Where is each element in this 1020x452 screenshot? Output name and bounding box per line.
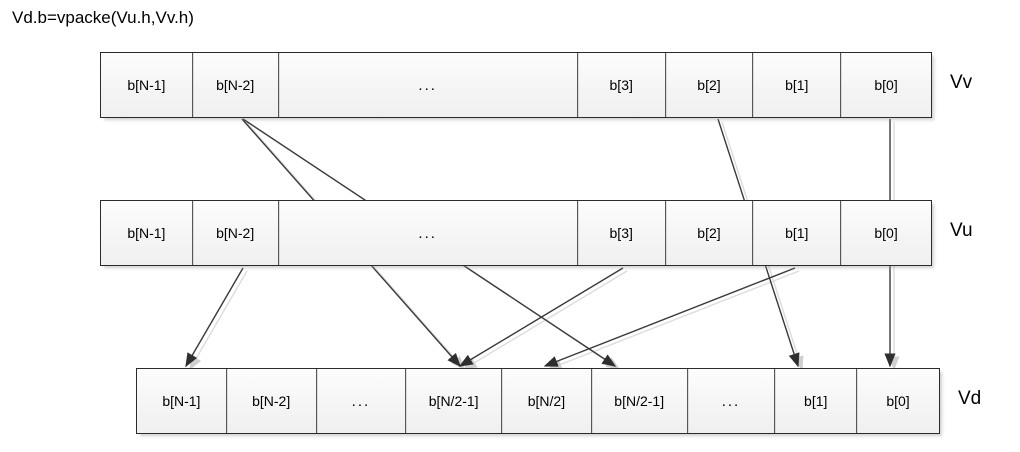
- cell-vu-6: b[0]: [840, 201, 931, 265]
- arrow-shadow-vu-b1-to-vd-n2: [547, 270, 800, 370]
- cell-vv-1: b[N-2]: [191, 53, 279, 117]
- cell-vv-0: b[N-1]: [101, 53, 193, 117]
- cell-divider-shadow: [191, 53, 194, 117]
- cell-vd-2: ...: [315, 369, 407, 433]
- row-label-vu: Vu: [950, 220, 973, 241]
- register-row-vd: b[N-1]b[N-2]...b[N/2-1]b[N/2]b[N/2-1]...…: [136, 368, 940, 434]
- cell-vd-4: b[N/2]: [501, 369, 592, 433]
- cell-vu-5: b[1]: [752, 201, 842, 265]
- arrow-vu-b3-to-vd-mid: [458, 267, 624, 367]
- register-row-vv: b[N-1]b[N-2]...b[3]b[2]b[1]b[0]: [100, 52, 932, 118]
- cell-vd-5: b[N/2-1]: [590, 369, 688, 433]
- cell-divider-shadow: [590, 369, 593, 433]
- arrow-vu-bn2-to-vd-bn1: [185, 267, 244, 368]
- cell-divider-shadow: [856, 369, 859, 433]
- cell-divider-shadow: [840, 53, 843, 117]
- cell-divider-shadow: [315, 369, 318, 433]
- cell-vd-7: b[1]: [774, 369, 858, 433]
- cell-divider-shadow: [405, 369, 408, 433]
- cell-divider-shadow: [191, 201, 194, 265]
- cell-divider-shadow: [664, 201, 667, 265]
- cell-vu-4: b[2]: [664, 201, 754, 265]
- cell-divider-shadow: [225, 369, 228, 433]
- cell-divider-shadow: [840, 201, 843, 265]
- cell-vu-2: ...: [277, 201, 578, 265]
- cell-divider-shadow: [576, 53, 579, 117]
- cell-divider-shadow: [576, 201, 579, 265]
- cell-divider-shadow: [774, 369, 777, 433]
- cell-vd-0: b[N-1]: [137, 369, 227, 433]
- cell-vv-3: b[3]: [576, 53, 666, 117]
- diagram-title: Vd.b=vpacke(Vu.h,Vv.h): [12, 8, 194, 27]
- cell-vv-6: b[0]: [840, 53, 931, 117]
- cell-vd-6: ...: [686, 369, 776, 433]
- cell-divider-shadow: [752, 201, 755, 265]
- cell-divider-shadow: [664, 53, 667, 117]
- register-row-vu: b[N-1]b[N-2]...b[3]b[2]b[1]b[0]: [100, 200, 932, 266]
- cell-vd-3: b[N/2-1]: [405, 369, 503, 433]
- cell-divider-shadow: [752, 53, 755, 117]
- cell-divider-shadow: [277, 201, 280, 265]
- cell-vd-1: b[N-2]: [225, 369, 317, 433]
- cell-divider-shadow: [277, 53, 280, 117]
- cell-vv-5: b[1]: [752, 53, 842, 117]
- cell-vu-1: b[N-2]: [191, 201, 279, 265]
- arrow-vu-b1-to-vd-n2: [543, 267, 796, 367]
- cell-vd-8: b[0]: [856, 369, 939, 433]
- row-label-vd: Vd: [958, 388, 982, 409]
- cell-vu-0: b[N-1]: [101, 201, 193, 265]
- arrow-shadow-vu-b3-to-vd-mid: [462, 270, 628, 370]
- cell-vu-3: b[3]: [576, 201, 666, 265]
- row-label-vv: Vv: [950, 72, 973, 93]
- cell-divider-shadow: [686, 369, 689, 433]
- arrow-shadow-vu-bn2-to-vd-bn1: [189, 270, 248, 371]
- cell-vv-2: ...: [277, 53, 578, 117]
- cell-divider-shadow: [501, 369, 504, 433]
- cell-vv-4: b[2]: [664, 53, 754, 117]
